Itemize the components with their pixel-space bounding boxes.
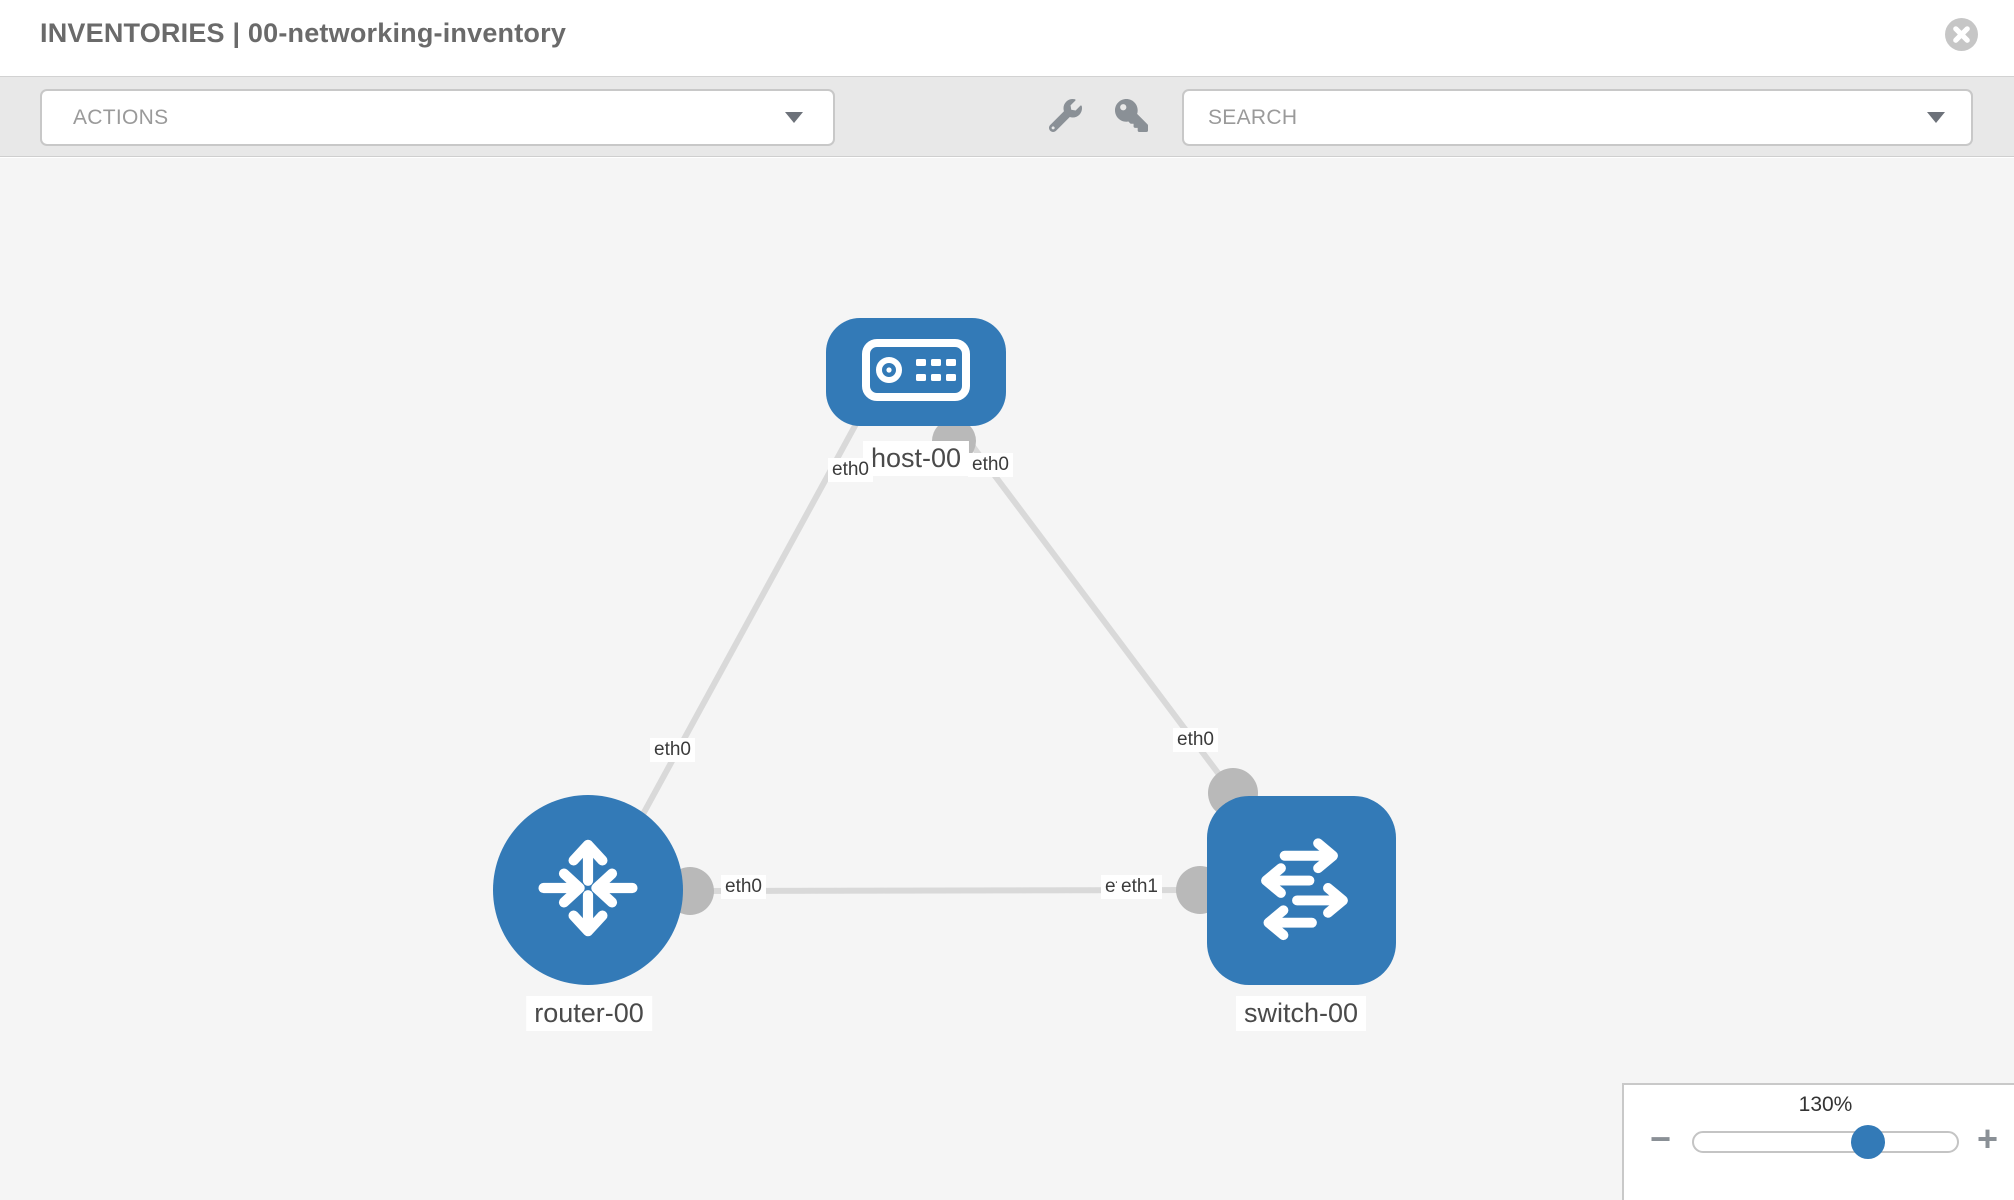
- node-label-switch-00: switch-00: [1235, 996, 1367, 1031]
- actions-dropdown[interactable]: ACTIONS: [40, 89, 835, 146]
- zoom-in-button[interactable]: +: [1977, 1118, 1999, 1159]
- node-label-host-00: host-00: [862, 441, 970, 476]
- interface-label-host-eth0-left: eth0: [828, 458, 873, 482]
- topology-links-layer: [627, 406, 1258, 915]
- chevron-down-icon: [785, 112, 803, 123]
- zoom-level-value: 130%: [1798, 1093, 1853, 1116]
- search-dropdown[interactable]: SEARCH: [1182, 89, 1973, 146]
- node-label-router-00: router-00: [526, 996, 652, 1031]
- interface-label-host-eth0-right: eth0: [968, 453, 1013, 477]
- interface-label-router-eth0-top: eth0: [650, 738, 695, 762]
- toolbar: ACTIONS SEARCH: [0, 76, 2014, 157]
- key-icon: [1114, 99, 1148, 137]
- header: INVENTORIES | 00-networking-inventory: [0, 0, 2014, 76]
- interface-label-router-eth0-link: eth0: [721, 875, 766, 899]
- zoom-out-button[interactable]: −: [1650, 1118, 1672, 1159]
- close-button[interactable]: [1945, 18, 1978, 51]
- switch-icon: [1240, 826, 1364, 955]
- interface-label-switch-eth0-top: eth0: [1173, 728, 1218, 752]
- key-tool-button[interactable]: [1112, 99, 1150, 137]
- link-host-router[interactable]: [627, 411, 865, 840]
- search-dropdown-label: SEARCH: [1208, 105, 1298, 129]
- interface-label-switch-eth1: eth1: [1117, 875, 1162, 899]
- node-switch-00[interactable]: [1207, 796, 1396, 985]
- actions-dropdown-label: ACTIONS: [73, 105, 169, 129]
- page-title: INVENTORIES | 00-networking-inventory: [40, 18, 567, 48]
- topology-canvas[interactable]: host-00 router-00 switch-00 eth0 eth0 et…: [0, 158, 2014, 1200]
- node-router-00[interactable]: [493, 795, 683, 985]
- zoom-control-panel: 130% − +: [1622, 1083, 2014, 1200]
- wrench-tool-button[interactable]: [1046, 99, 1084, 137]
- node-host-00[interactable]: [826, 318, 1006, 426]
- zoom-slider-thumb[interactable]: [1851, 1125, 1885, 1159]
- router-icon: [528, 828, 648, 953]
- zoom-slider[interactable]: [1692, 1125, 1959, 1159]
- chevron-down-icon: [1927, 112, 1945, 123]
- close-icon: [1952, 25, 1971, 44]
- wrench-icon: [1048, 99, 1082, 137]
- host-icon: [862, 338, 970, 406]
